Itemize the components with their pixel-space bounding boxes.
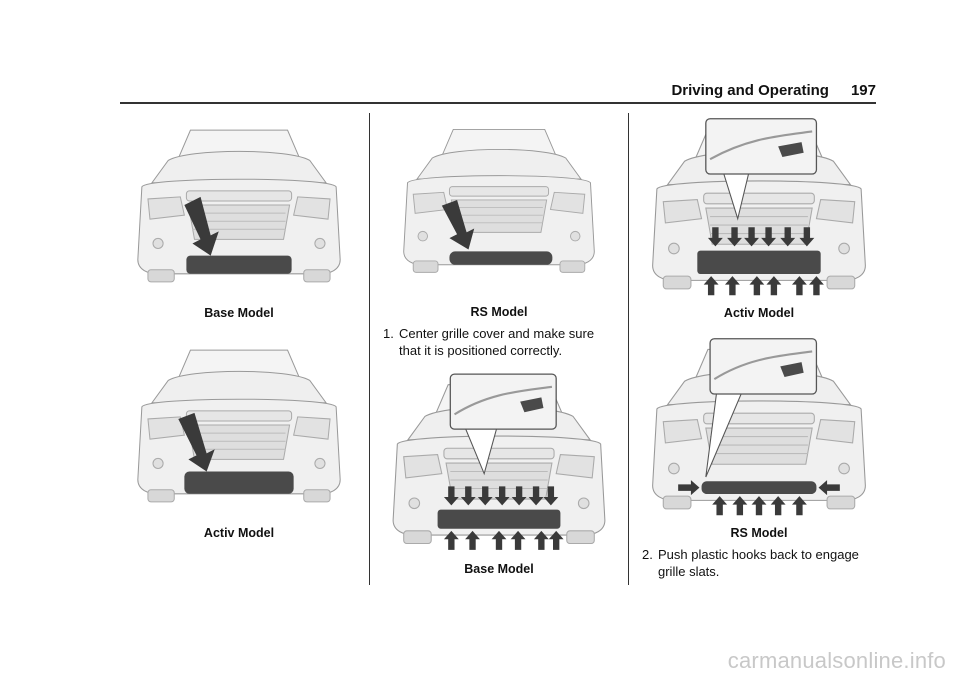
- figure-rs-model-hooks: [642, 334, 876, 520]
- page-number: 197: [850, 82, 876, 99]
- caption-rs-model: RS Model: [470, 305, 528, 319]
- grille-cover-shape: [184, 471, 294, 494]
- section-title: Driving and Operating: [671, 82, 829, 99]
- figure-activ-model-cover-arrow: [122, 338, 356, 510]
- insert-arrow-icon: [178, 412, 215, 472]
- push-up-arrows-icon: [443, 530, 564, 550]
- grille-cover-shape: [701, 481, 817, 495]
- watermark: carmanualsonline.info: [727, 648, 946, 673]
- detail-callout: [705, 118, 818, 221]
- grille-cover-shape: [437, 509, 561, 529]
- grille-cover-shape: [449, 251, 553, 265]
- push-up-arrows-icon: [703, 276, 824, 296]
- running-header: Driving and Operating 197: [120, 82, 876, 102]
- detail-callout: [449, 373, 557, 476]
- caption-rs-model-hooks: RS Model: [730, 526, 788, 540]
- step-2-text: Push plastic hooks back to engage grille…: [658, 547, 859, 579]
- push-down-arrows-icon: [443, 486, 559, 506]
- grille-cover-shape: [697, 250, 821, 275]
- caption-activ-model: Activ Model: [203, 526, 275, 540]
- header-rule: [120, 102, 876, 104]
- illustration-suv-front: [652, 338, 866, 516]
- push-down-arrows-icon: [707, 227, 815, 247]
- push-side-arrows-icon: [678, 480, 840, 496]
- insert-arrow-icon: [441, 199, 475, 250]
- push-up-arrows-icon: [712, 496, 807, 516]
- header-text: Driving and Operating 197: [671, 82, 876, 99]
- step-1: 1. Center grille cover and make sure tha…: [383, 325, 617, 359]
- column-divider-left: [369, 113, 370, 585]
- figure-rs-model-cover-arrow: [382, 118, 616, 280]
- figure-base-model-cover-arrow: [122, 118, 356, 290]
- illustration-suv-front: [137, 129, 341, 283]
- caption-base-model-hooks: Base Model: [464, 562, 534, 576]
- step-2-number: 2.: [642, 547, 653, 562]
- step-2: 2. Push plastic hooks back to engage gri…: [642, 546, 876, 580]
- caption-base-model: Base Model: [204, 306, 274, 320]
- figure-activ-model-hooks: [642, 114, 876, 300]
- insert-arrow-icon: [184, 196, 219, 256]
- caption-activ-model-hooks: Activ Model: [723, 306, 795, 320]
- grille-cover-shape: [186, 255, 292, 274]
- step-1-number: 1.: [383, 326, 394, 341]
- illustration-suv-front: [403, 128, 595, 273]
- figure-base-model-hooks: [382, 372, 616, 552]
- detail-callout: [705, 338, 818, 478]
- column-divider-right: [628, 113, 629, 585]
- step-1-text: Center grille cover and make sure that i…: [399, 326, 595, 358]
- illustration-suv-front: [137, 349, 341, 503]
- illustration-suv-front: [652, 118, 866, 296]
- illustration-suv-front: [392, 373, 606, 550]
